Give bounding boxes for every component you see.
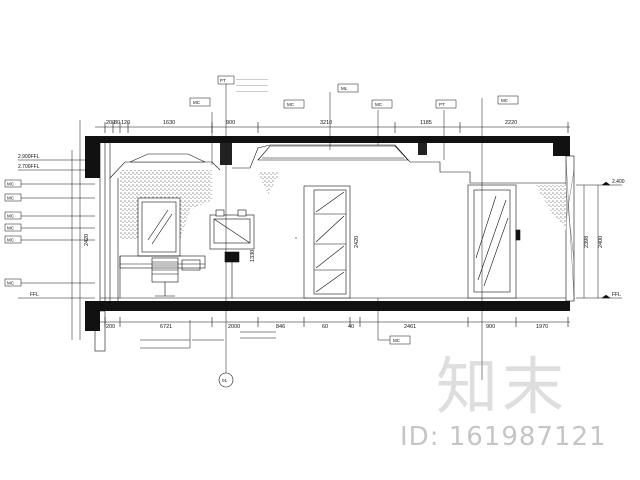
bottom-dimension-line bbox=[95, 317, 570, 327]
tag-text: PT bbox=[220, 78, 226, 83]
tag-text: MC bbox=[393, 338, 401, 343]
left-tag-texts: MC MC MC MC MC MC bbox=[7, 182, 15, 286]
right-levels bbox=[576, 181, 622, 299]
section-marker: 01 bbox=[218, 372, 234, 388]
dim-text: 60 bbox=[322, 324, 328, 330]
door-center bbox=[295, 185, 351, 299]
watermark-id: ID: 161987121 bbox=[400, 422, 607, 452]
dim-text: 80 bbox=[114, 120, 120, 126]
dim-text: 2420 bbox=[354, 236, 360, 248]
top-tag-texts: MC PT MC ML MC PT MC bbox=[193, 78, 509, 107]
level-text: 2.700FFL bbox=[18, 164, 40, 170]
dim-text: 1185 bbox=[420, 120, 432, 126]
tag-text: MC bbox=[7, 214, 15, 219]
level-text: 2.400 bbox=[612, 179, 625, 185]
tag-text: MC bbox=[375, 102, 383, 107]
dim-text: 1630 bbox=[163, 120, 175, 126]
tag-text: MC bbox=[7, 196, 15, 201]
note-text: ———————— bbox=[236, 88, 268, 93]
dim-text: 2220 bbox=[505, 120, 517, 126]
dim-text: 40 bbox=[348, 324, 354, 330]
tag-text: MC bbox=[193, 100, 201, 105]
dim-text: 1970 bbox=[536, 324, 548, 330]
tag-text: MC bbox=[501, 98, 509, 103]
top-dimension-texts: 200 80 120 1630 900 3210 1185 2220 bbox=[106, 120, 517, 126]
mirror-cabinet bbox=[119, 197, 206, 269]
floor-slab bbox=[85, 297, 575, 331]
chair bbox=[119, 256, 201, 298]
left-tags bbox=[4, 179, 22, 287]
dim-text: 846 bbox=[276, 324, 285, 330]
bottom-dimension-texts: 200 6721 2000 846 60 40 2461 900 1970 bbox=[106, 324, 548, 330]
ceiling-profile bbox=[109, 144, 566, 184]
dim-text: 1330 bbox=[250, 250, 256, 262]
right-level-texts: 2.400 FFL bbox=[612, 179, 625, 298]
dim-text: 2400 bbox=[598, 236, 604, 248]
bottom-leaders bbox=[140, 298, 411, 349]
tag-text: MC bbox=[7, 182, 15, 187]
door-right bbox=[467, 184, 521, 299]
note-text: ———————— bbox=[236, 76, 268, 81]
top-tags bbox=[189, 75, 519, 109]
dim-text: 900 bbox=[226, 120, 235, 126]
section-marker-text: 01 bbox=[222, 378, 228, 383]
dim-text: 2461 bbox=[404, 324, 416, 330]
dim-text: 6721 bbox=[160, 324, 172, 330]
left-wall bbox=[94, 143, 119, 352]
left-level-texts: 2.900FFL 2.700FFL FFL bbox=[18, 154, 40, 298]
right-wall bbox=[565, 155, 575, 302]
note-text: ———————— bbox=[236, 82, 268, 87]
dim-text: 2398 bbox=[584, 236, 590, 248]
tag-text: MC bbox=[7, 281, 15, 286]
tag-text: MC bbox=[287, 102, 295, 107]
tag-text: ML bbox=[341, 86, 348, 91]
tag-text: PT bbox=[439, 102, 445, 107]
dim-text: 200 bbox=[106, 120, 115, 126]
dim-text: 2000 bbox=[228, 324, 240, 330]
level-text: FFL bbox=[612, 292, 621, 298]
top-notes: ———————— ———————— ———————— bbox=[236, 76, 268, 93]
dim-text: 900 bbox=[486, 324, 495, 330]
leader-lines bbox=[71, 78, 483, 380]
watermark-logo: 知末 bbox=[436, 350, 569, 423]
dim-text: 3210 bbox=[320, 120, 332, 126]
dim-text: 2420 bbox=[84, 234, 90, 246]
dim-text: 200 bbox=[106, 324, 115, 330]
tag-text: MC bbox=[7, 226, 15, 231]
level-text: FFL bbox=[30, 292, 39, 298]
tv-unit bbox=[209, 209, 255, 298]
tag-text: MC bbox=[7, 238, 15, 243]
inner-dimension-texts: 1330 2420 2420 2398 2400 bbox=[84, 234, 604, 262]
dim-text: 120 bbox=[121, 120, 130, 126]
level-text: 2.900FFL bbox=[18, 154, 40, 160]
